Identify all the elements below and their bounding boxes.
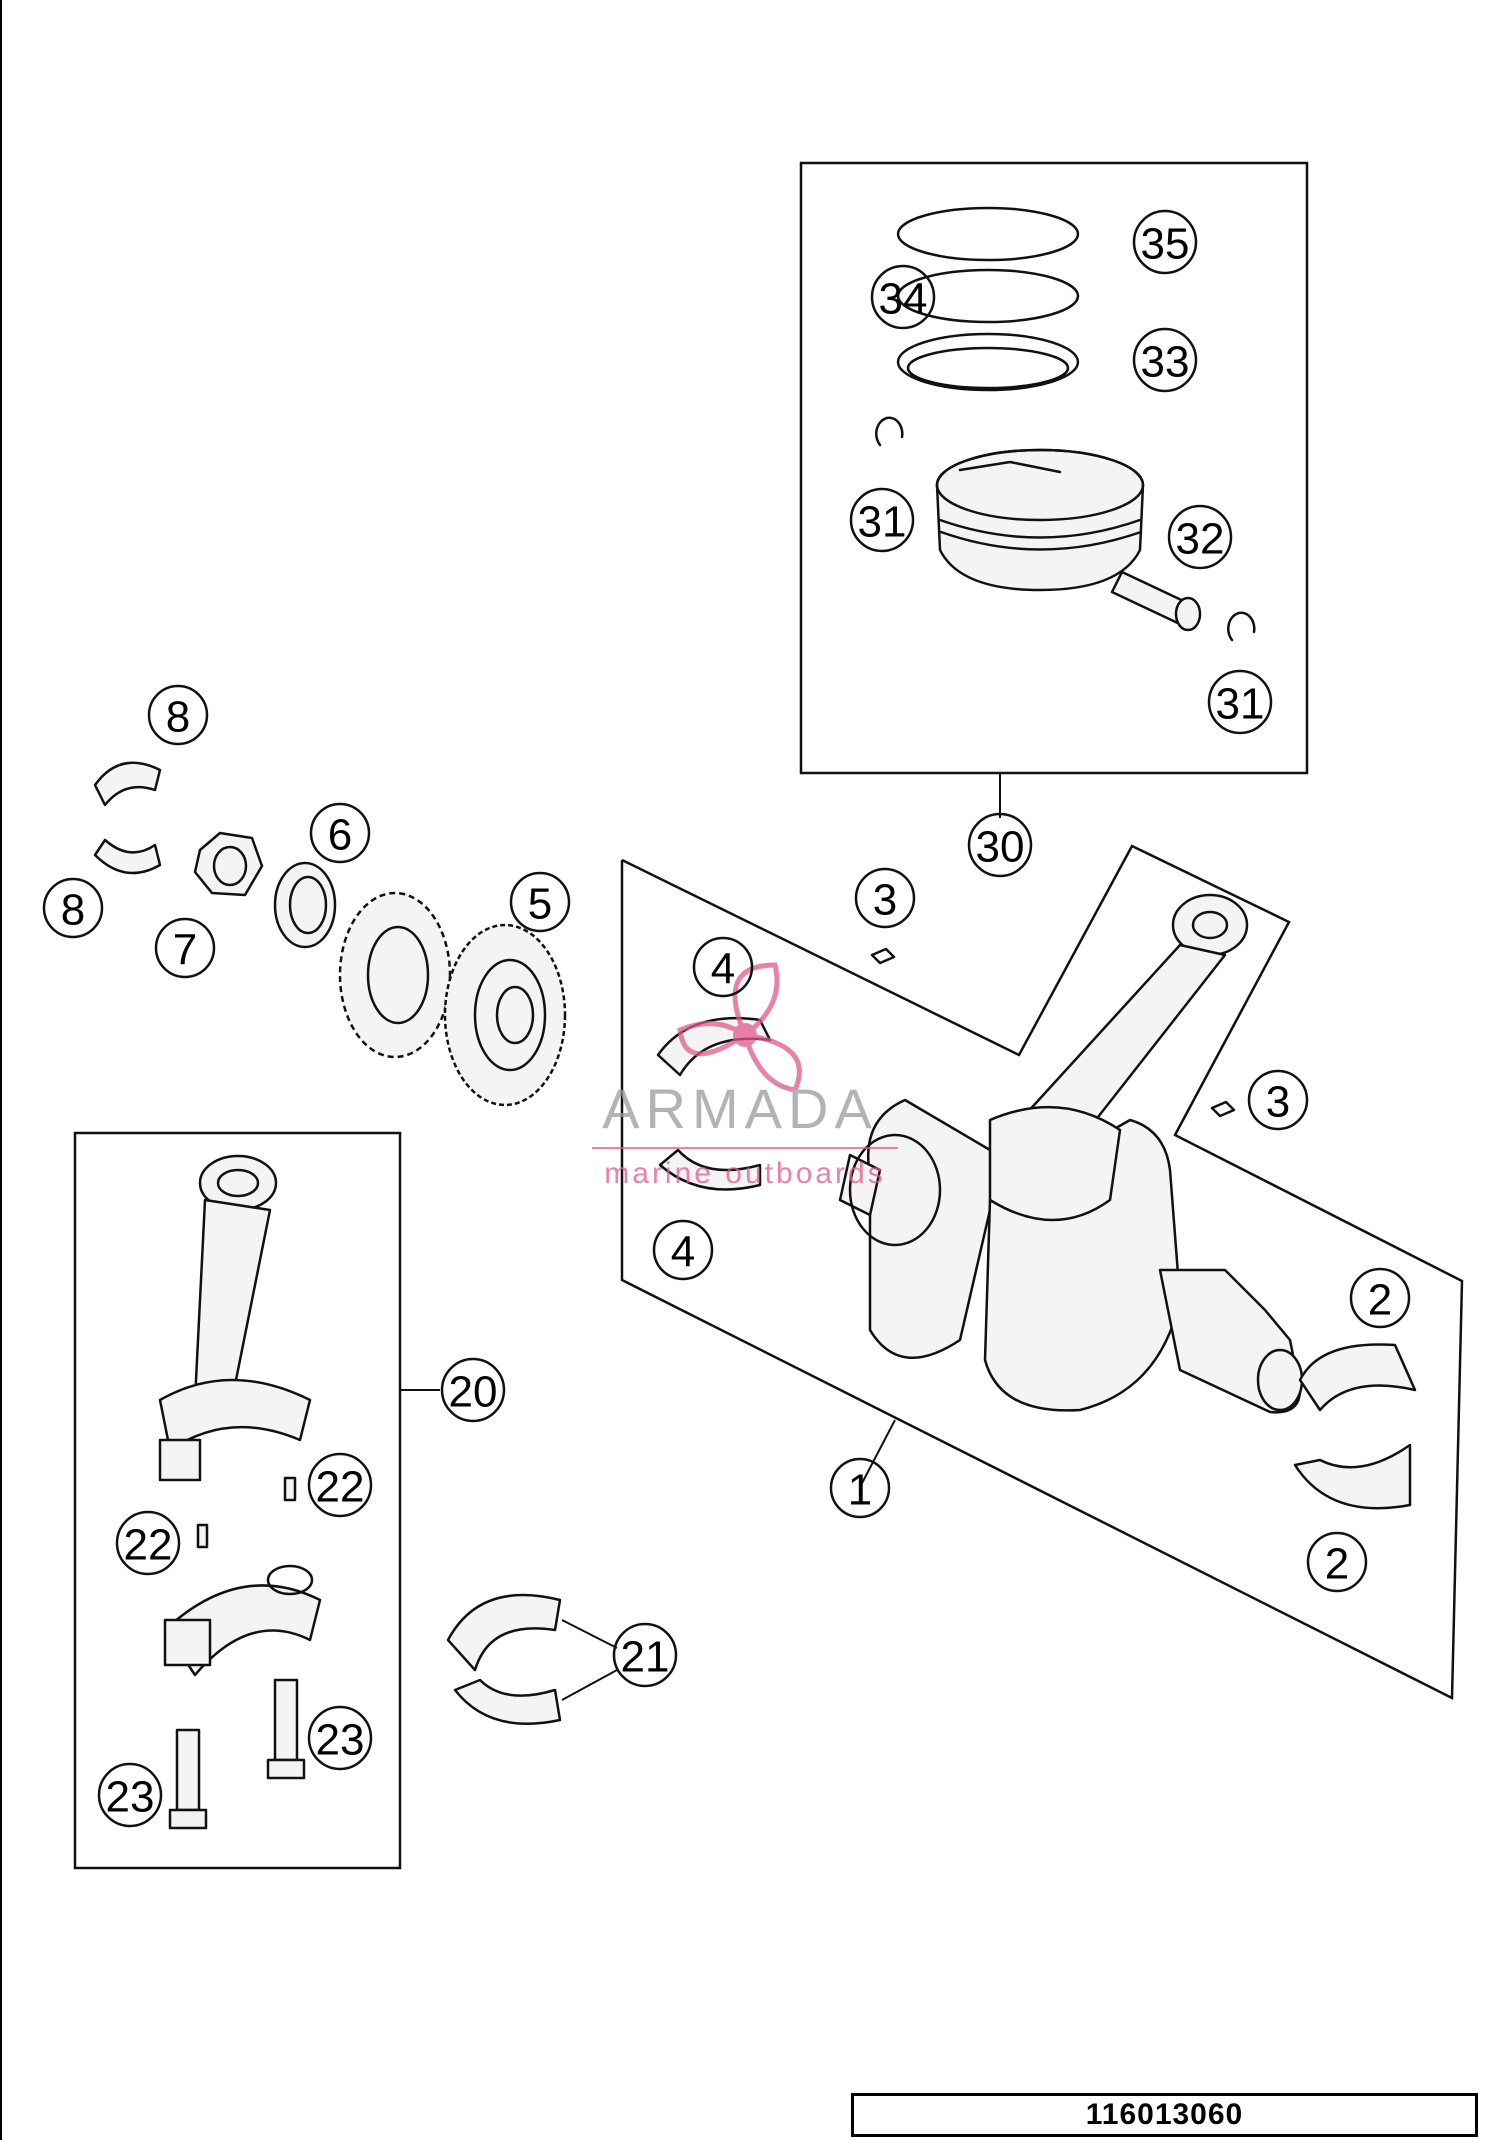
connecting-rod-kit-group (73, 1131, 440, 1870)
svg-text:35: 35 (1141, 220, 1190, 269)
rod-bolt-right (266, 1678, 306, 1780)
callout-7[interactable]: 7 (154, 917, 216, 979)
svg-text:32: 32 (1176, 515, 1225, 564)
callout-23-right[interactable]: 23 (307, 1705, 373, 1771)
wrist-pin (1110, 570, 1202, 632)
washer (273, 861, 337, 949)
svg-text:1: 1 (848, 1466, 872, 1515)
piston-ring-middle (896, 268, 1080, 324)
svg-text:8: 8 (61, 886, 85, 935)
callout-35[interactable]: 35 (1132, 209, 1198, 275)
circlip-right (1227, 611, 1256, 642)
svg-text:2: 2 (1368, 1276, 1392, 1325)
rod-bearing-shells (446, 1593, 618, 1725)
woodruff-key-top (870, 947, 896, 965)
svg-text:5: 5 (528, 880, 552, 929)
svg-text:21: 21 (621, 1633, 670, 1682)
crankshaft-frame (620, 844, 1464, 1701)
callout-4-upper[interactable]: 4 (692, 936, 754, 998)
svg-text:34: 34 (879, 275, 928, 324)
callout-8-upper[interactable]: 8 (147, 684, 209, 746)
callout-8-lower[interactable]: 8 (42, 877, 104, 939)
callout-22-right[interactable]: 22 (307, 1452, 373, 1518)
watermark: ARMADA marine outboards (592, 962, 898, 1190)
svg-text:3: 3 (1266, 1078, 1290, 1127)
rod-bolt-left (168, 1728, 208, 1830)
rod-bearing-shell-lower (453, 1678, 562, 1725)
woodruff-key-right (1210, 1100, 1236, 1118)
connecting-rod-kit-frame (73, 1131, 402, 1870)
callout-20[interactable]: 20 (440, 1357, 506, 1423)
svg-text:31: 31 (1216, 680, 1265, 729)
bearing-shell-8-upper (93, 761, 162, 807)
circlip-left (875, 416, 904, 447)
svg-text:30: 30 (976, 823, 1025, 872)
svg-text:4: 4 (711, 945, 735, 994)
callout-22-left[interactable]: 22 (115, 1510, 181, 1576)
callout-4-lower[interactable]: 4 (652, 1219, 714, 1281)
callout-6[interactable]: 6 (309, 802, 371, 864)
svg-text:20: 20 (449, 1368, 498, 1417)
svg-text:33: 33 (1141, 338, 1190, 387)
connecting-rod-installed (988, 893, 1249, 1222)
callout-3-top[interactable]: 3 (854, 867, 916, 929)
callout-31-right[interactable]: 31 (1207, 669, 1273, 735)
svg-text:7: 7 (173, 926, 197, 975)
piston (935, 448, 1145, 592)
svg-text:8: 8 (166, 693, 190, 742)
callout-3-right[interactable]: 3 (1247, 1069, 1309, 1131)
main-bearing-shell-lower-left (658, 1148, 762, 1191)
diagram-code-label: 116013060 (851, 2093, 1478, 2137)
callout-31-left[interactable]: 31 (849, 487, 915, 553)
page-left-border (0, 0, 2, 2140)
svg-text:22: 22 (316, 1463, 365, 1512)
connecting-rod (158, 1154, 312, 1482)
callout-23-left[interactable]: 23 (97, 1762, 163, 1828)
svg-text:2: 2 (1325, 1540, 1349, 1589)
piston-ring-top (896, 206, 1080, 262)
svg-text:22: 22 (124, 1521, 173, 1570)
propeller-logo-icon (677, 962, 802, 1093)
callout-30[interactable]: 30 (967, 812, 1033, 878)
rod-cap (163, 1564, 322, 1677)
callout-1[interactable]: 1 (829, 1457, 891, 1519)
main-bearing-shell-upper-right (1298, 1343, 1417, 1412)
piston-kit-group (799, 161, 1309, 818)
svg-text:4: 4 (671, 1228, 695, 1277)
svg-text:31: 31 (858, 498, 907, 547)
dowel-pin-left (196, 1523, 209, 1549)
callout-5[interactable]: 5 (509, 871, 571, 933)
svg-text:3: 3 (873, 876, 897, 925)
gear (443, 923, 567, 1107)
callout-2-lower[interactable]: 2 (1306, 1531, 1368, 1593)
rod-bearing-shell-upper (446, 1593, 562, 1672)
svg-text:23: 23 (106, 1773, 155, 1822)
callout-2-upper[interactable]: 2 (1349, 1267, 1411, 1329)
watermark-tagline: marine outboards (604, 1157, 885, 1190)
sprocket (338, 891, 452, 1059)
svg-text:23: 23 (316, 1716, 365, 1765)
callout-32[interactable]: 32 (1167, 504, 1233, 570)
callout-21[interactable]: 21 (612, 1622, 678, 1688)
watermark-brand: ARMADA (602, 1077, 878, 1140)
svg-text:6: 6 (328, 811, 352, 860)
main-bearing-shell-lower-right (1293, 1443, 1412, 1510)
piston-ring-oil (896, 332, 1080, 392)
dowel-pin-right (283, 1476, 297, 1502)
hex-nut (193, 831, 264, 897)
bearing-shell-8-lower (93, 838, 162, 875)
callout-34[interactable]: 34 (870, 264, 936, 330)
crankshaft-group (620, 844, 1464, 1701)
callout-33[interactable]: 33 (1132, 327, 1198, 393)
piston-kit-frame (799, 161, 1309, 775)
timing-gear-group (93, 761, 567, 1107)
